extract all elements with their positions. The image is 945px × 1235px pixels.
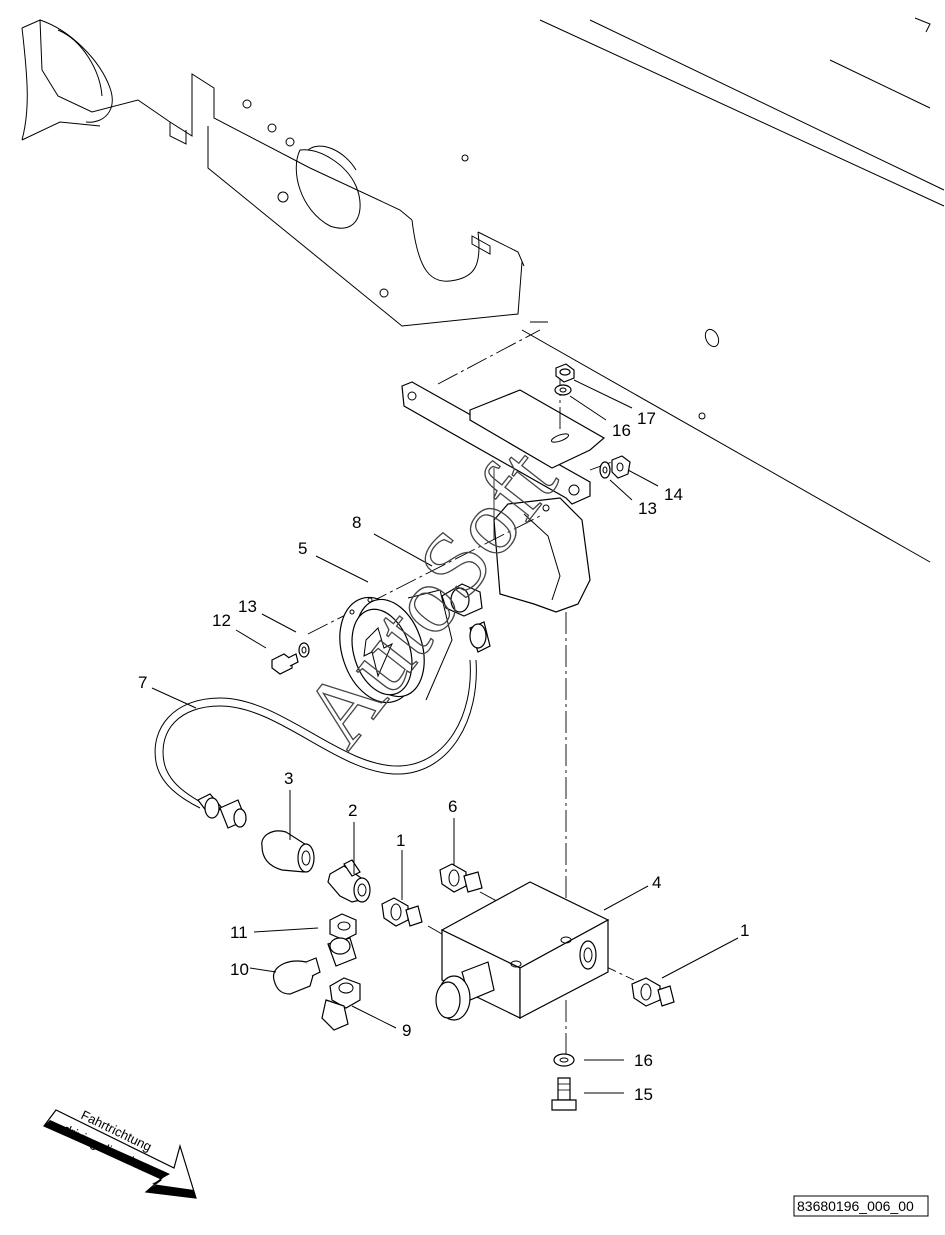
cap-10 xyxy=(272,957,321,995)
callout-3: 3 xyxy=(284,769,293,788)
callout-11: 11 xyxy=(230,923,248,942)
drawing-reference: 83680196_006_00 xyxy=(793,1195,929,1217)
screw-12 xyxy=(271,653,299,675)
fitting-11 xyxy=(327,913,357,967)
callout-14: 14 xyxy=(664,485,683,504)
bolt-15 xyxy=(551,1077,577,1111)
nut-17 xyxy=(555,363,575,383)
callout-1-left: 1 xyxy=(396,831,405,850)
drawing-reference-number: 83680196_006_00 xyxy=(797,1198,914,1214)
nipple-fitting-1-left xyxy=(381,897,423,927)
hose-7 xyxy=(154,659,477,829)
chassis-frame xyxy=(21,17,945,563)
callout-15: 15 xyxy=(634,1085,653,1104)
pressure-gauge-5 xyxy=(339,589,453,704)
washer-13-right xyxy=(599,461,611,479)
callout-8: 8 xyxy=(352,513,361,532)
driving-direction-arrow: Fahrtrichtung driving direction xyxy=(43,1107,197,1199)
callout-labels: 17 16 14 13 8 5 13 12 7 3 2 6 1 4 1 11 1… xyxy=(138,409,749,1104)
nipple-fitting-1-right xyxy=(631,977,675,1007)
leader-lines xyxy=(151,379,739,1094)
callout-16-bottom: 16 xyxy=(634,1051,653,1070)
elbow-fitting-3 xyxy=(261,830,315,873)
callout-13-right: 13 xyxy=(638,499,657,518)
callout-1-right: 1 xyxy=(740,921,749,940)
nipple-fitting-6 xyxy=(439,863,483,893)
valve-block-4 xyxy=(435,881,610,1021)
callout-17: 17 xyxy=(637,409,656,428)
mounting-bracket xyxy=(401,381,606,613)
elbow-fitting-9 xyxy=(321,977,361,1031)
callout-10: 10 xyxy=(230,960,249,979)
callout-2: 2 xyxy=(348,801,357,820)
callout-5: 5 xyxy=(298,539,307,558)
washer-16-bottom xyxy=(553,1053,575,1067)
gauge-fitting-8 xyxy=(441,583,491,653)
washer-13-left xyxy=(298,642,310,658)
washer-16-top xyxy=(554,384,572,396)
callout-7: 7 xyxy=(138,673,147,692)
tee-fitting-2 xyxy=(327,859,371,903)
nut-14 xyxy=(611,455,631,479)
callout-12: 12 xyxy=(212,611,231,630)
callout-6: 6 xyxy=(448,797,457,816)
callout-9: 9 xyxy=(402,1021,411,1040)
callout-13-left: 13 xyxy=(238,597,257,616)
callout-4: 4 xyxy=(652,873,661,892)
callout-16-top: 16 xyxy=(612,421,631,440)
